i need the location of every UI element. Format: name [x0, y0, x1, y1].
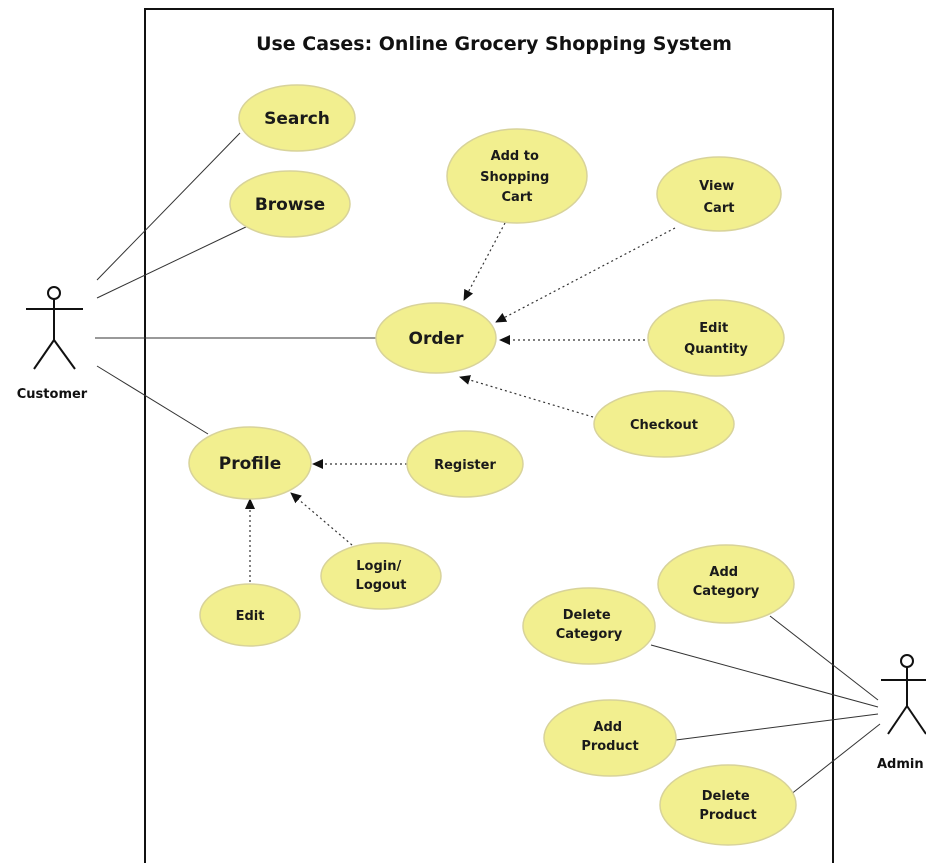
actor-label: Admin — [877, 757, 924, 772]
use-case-label: Search — [264, 109, 330, 129]
assoc-admin-delete-product — [789, 723, 881, 796]
use-case-profile: Profile — [188, 426, 312, 500]
use-case-edit: Edit — [199, 583, 301, 647]
use-case-label: Add Product — [581, 720, 638, 754]
use-case-register: Register — [406, 430, 524, 498]
actor-customer: Customer — [17, 286, 88, 402]
assoc-admin-add-category — [769, 615, 879, 701]
use-case-order: Order — [375, 302, 497, 374]
use-case-label: Add Category — [693, 565, 760, 599]
use-case-add-category: Add Category — [657, 544, 795, 624]
dependencies — [245, 222, 676, 587]
use-case-label: Edit — [236, 609, 265, 624]
use-case-add-product: Add Product — [543, 699, 677, 777]
stick-figure-icon — [881, 654, 926, 735]
use-case-search: Search — [238, 84, 356, 152]
assoc-admin-add-product — [675, 713, 879, 741]
use-case-label: Edit Quantity — [684, 321, 748, 357]
use-case-label: Register — [434, 458, 496, 473]
use-case-delete-category: Delete Category — [522, 587, 656, 665]
use-case-label: Profile — [219, 454, 281, 474]
use-case-label: Add to Shopping Cart — [480, 149, 554, 205]
use-case-label: Checkout — [630, 418, 698, 433]
use-case-view-cart: View Cart — [656, 156, 782, 232]
use-case-browse: Browse — [229, 170, 351, 238]
assoc-customer-search — [96, 132, 241, 281]
use-case-label: View Cart — [699, 179, 739, 216]
use-case-label: Browse — [255, 195, 325, 215]
use-cases: Search Browse Add to Shopping Cart View … — [188, 84, 797, 846]
use-case-label: Delete Category — [556, 608, 623, 642]
use-case-label: Order — [409, 329, 465, 349]
dep-view-cart-order — [495, 227, 676, 323]
diagram-title: Use Cases: Online Grocery Shopping Syste… — [256, 33, 732, 55]
system-boundary — [144, 8, 834, 863]
assoc-customer-browse — [96, 224, 251, 299]
use-case-add-to-cart: Add to Shopping Cart — [446, 128, 588, 224]
use-case-label: Login/ Logout — [356, 559, 407, 593]
use-case-login-logout: Login/ Logout — [320, 542, 442, 610]
dep-add-to-cart-order — [463, 222, 506, 301]
use-case-label: Delete Product — [699, 789, 756, 823]
actor-label: Customer — [17, 387, 88, 402]
dep-login-profile — [290, 492, 353, 546]
use-case-edit-quantity: Edit Quantity — [647, 299, 785, 377]
use-case-delete-product: Delete Product — [659, 764, 797, 846]
assoc-admin-delete-category — [650, 644, 879, 708]
use-case-checkout: Checkout — [593, 390, 735, 458]
stick-figure-icon — [26, 286, 83, 370]
associations — [95, 132, 881, 796]
actor-admin: Admin — [877, 654, 926, 772]
assoc-customer-profile — [96, 365, 209, 435]
dep-checkout-order — [459, 375, 594, 418]
